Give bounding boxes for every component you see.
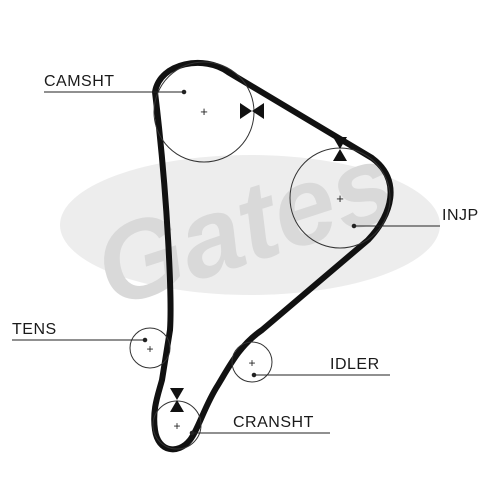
- tensioner-pulley: +: [129, 327, 171, 369]
- injection-pump-center-mark: +: [336, 191, 344, 206]
- camshaft-timing-mark-right: [252, 103, 264, 119]
- injection-pump-label: INJP: [442, 207, 479, 224]
- idler-circle: [231, 341, 273, 383]
- tensioner-leader-dot: [142, 337, 148, 343]
- injection-pump-timing-mark-top: [333, 137, 347, 149]
- crankshaft-pulley: +: [152, 388, 202, 450]
- crankshaft-label: CRANSHT: [233, 414, 314, 431]
- idler-pulley: +: [231, 341, 273, 383]
- crankshaft-center-mark: +: [173, 419, 180, 433]
- timing-belt: [151, 59, 394, 453]
- camshaft-label: CAMSHT: [44, 73, 115, 90]
- injection-pump-leader-dot: [351, 223, 357, 229]
- idler-label: IDLER: [330, 356, 380, 373]
- crankshaft-timing-mark-bottom: [170, 400, 184, 412]
- tensioner-label: TENS: [12, 321, 57, 338]
- camshaft-center-mark: +: [200, 104, 208, 119]
- crankshaft-timing-mark-top: [170, 388, 184, 400]
- camshaft-leader-dot: [181, 89, 187, 95]
- camshaft-pulley: +: [153, 61, 264, 163]
- idler-leader-dot: [251, 372, 257, 378]
- camshaft-timing-mark-left: [240, 103, 252, 119]
- tensioner-center-mark: +: [146, 342, 153, 356]
- tensioner-circle: [129, 327, 171, 369]
- injection-pump-timing-mark-bottom: [333, 149, 347, 161]
- idler-center-mark: +: [248, 356, 255, 370]
- injection-pump-pulley: +: [289, 137, 391, 249]
- crankshaft-leader-dot: [189, 430, 195, 436]
